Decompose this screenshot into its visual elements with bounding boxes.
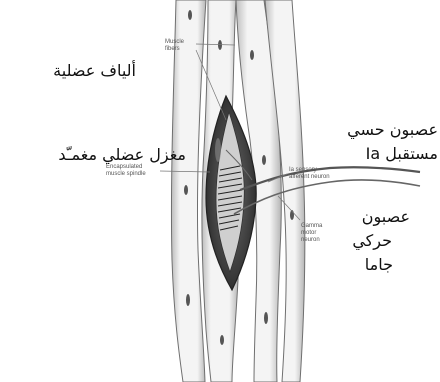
nucleus <box>184 185 188 195</box>
nucleus <box>186 294 190 306</box>
nucleus <box>220 335 224 345</box>
label-ar-gamma-3: جاما <box>365 254 393 276</box>
label-ar-ia-neuron-2: مستقبل Ia <box>366 143 438 165</box>
label-ar-muscle-fibers: ألياف عضلية <box>53 60 136 82</box>
label-ar-gamma-2: حركي <box>352 230 392 252</box>
label-ar-gamma-1: عصبون <box>362 206 410 228</box>
muscle-fiber <box>171 0 206 382</box>
nucleus <box>188 10 192 20</box>
nucleus <box>262 155 266 165</box>
nucleus <box>250 50 254 60</box>
label-ar-spindle: مغزل عضلي مغمـّد <box>58 144 186 166</box>
label-ar-ia-neuron-1: عصبون حسي <box>347 119 438 141</box>
nucleus <box>264 312 268 324</box>
capsule-highlight <box>215 138 221 162</box>
